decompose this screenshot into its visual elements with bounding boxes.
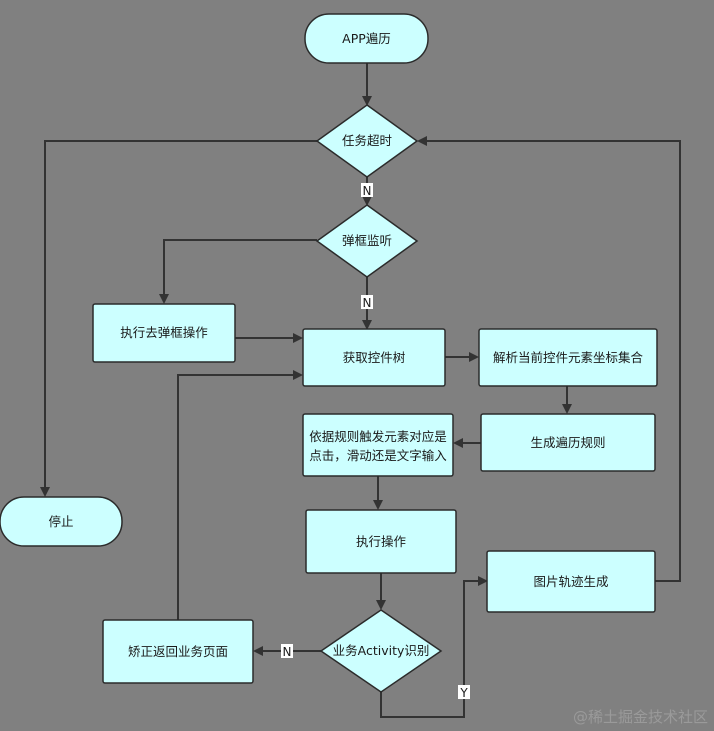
node-popup-label: 弹框监听 xyxy=(342,233,392,248)
node-gen-rule: 生成遍历规则 xyxy=(480,413,656,472)
node-popup-action: 执行去弹框操作 xyxy=(92,303,236,363)
node-popup-action-label: 执行去弹框操作 xyxy=(120,325,208,340)
node-start-label: APP遍历 xyxy=(342,31,391,46)
node-start: APP遍历 xyxy=(304,13,429,64)
node-timeout-decision: 任务超时 xyxy=(315,104,419,178)
node-timeout-label: 任务超时 xyxy=(342,133,393,148)
node-execute: 执行操作 xyxy=(305,509,457,574)
svg-text:Y: Y xyxy=(459,686,468,700)
svg-text:N: N xyxy=(363,184,372,198)
edge-activity-to-trace xyxy=(380,576,488,718)
node-trigger-label-line1: 依据规则触发元素对应是 xyxy=(309,429,447,444)
node-popup-decision: 弹框监听 xyxy=(315,204,419,278)
node-activity-decision: 业务Activity识别 xyxy=(319,609,443,693)
node-get-tree-label: 获取控件树 xyxy=(343,350,406,365)
node-trace-image: 图片轨迹生成 xyxy=(486,550,656,613)
node-parse-coords-label: 解析当前控件元素坐标集合 xyxy=(493,350,644,365)
svg-text:N: N xyxy=(363,296,372,310)
edge-label-timeout-no: N xyxy=(361,183,373,198)
node-return-page: 矫正返回业务页面 xyxy=(102,619,254,684)
svg-text:N: N xyxy=(283,645,292,659)
node-execute-label: 执行操作 xyxy=(356,534,407,549)
edge-popup-to-action xyxy=(159,239,317,304)
edge-label-activity-yes: Y xyxy=(458,685,470,700)
watermark: @稀土掘金技术社区 xyxy=(573,708,708,726)
node-return-page-label: 矫正返回业务页面 xyxy=(128,644,228,659)
node-trigger-label-line2: 点击，滑动还是文字输入 xyxy=(309,448,447,463)
node-stop-label: 停止 xyxy=(48,514,73,529)
edge-return-to-tree xyxy=(177,370,303,620)
node-trace-image-label: 图片轨迹生成 xyxy=(533,574,608,589)
edge-label-activity-no: N xyxy=(281,644,293,659)
edge-timeout-to-stop xyxy=(40,140,317,497)
node-activity-label: 业务Activity识别 xyxy=(333,643,430,658)
node-parse-coords: 解析当前控件元素坐标集合 xyxy=(478,328,658,387)
node-trigger: 依据规则触发元素对应是 点击，滑动还是文字输入 xyxy=(302,413,454,477)
node-stop: 停止 xyxy=(0,496,123,547)
node-get-tree: 获取控件树 xyxy=(302,328,446,387)
edge-trace-to-timeout xyxy=(417,136,681,582)
node-gen-rule-label: 生成遍历规则 xyxy=(530,435,605,450)
edge-label-popup-no: N xyxy=(361,295,373,310)
